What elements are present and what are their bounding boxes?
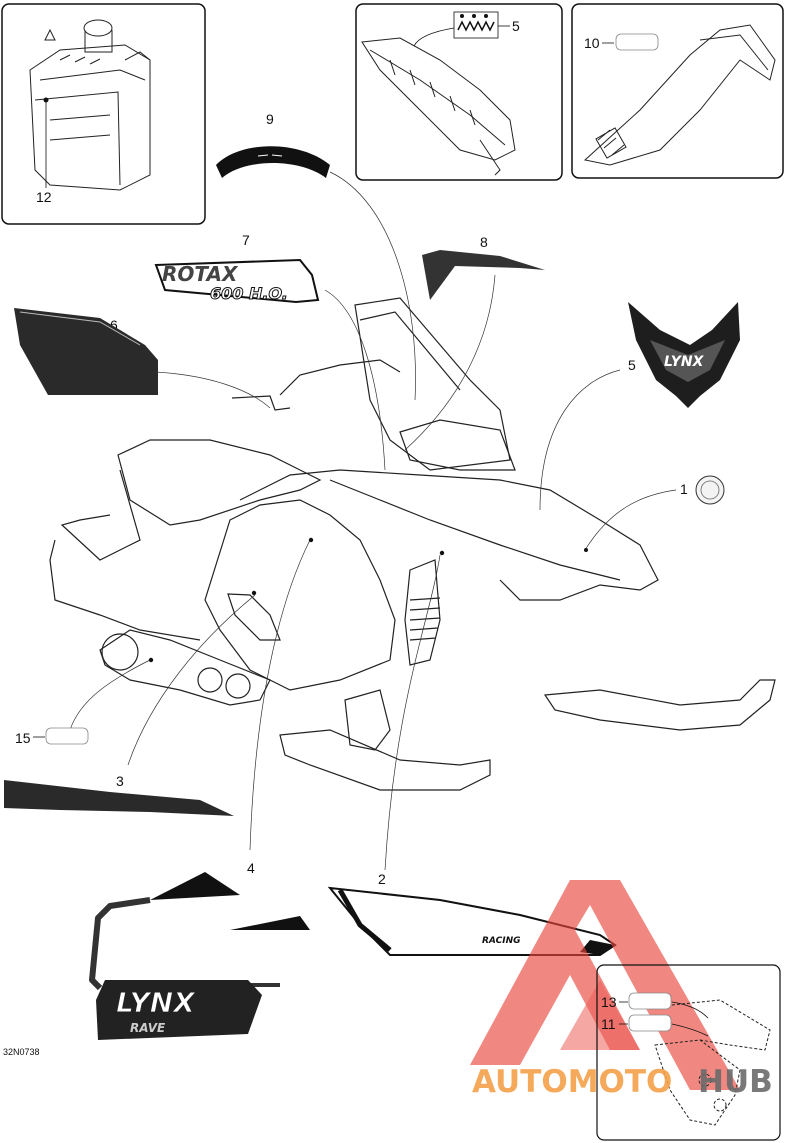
callout-2: 2 (378, 871, 386, 887)
callout-12: 12 (36, 189, 52, 205)
callout-3: 3 (116, 773, 124, 789)
decal-6: 6 (14, 308, 158, 395)
callout-6: 6 (110, 317, 118, 333)
callout-8: 8 (480, 234, 488, 250)
callout-5-badge: 5 (628, 357, 636, 373)
watermark-text-orange: AUTOMOTO (472, 1064, 672, 1100)
decal-5-lynx-badge: 5 LYNX (628, 302, 740, 408)
decal-11-label (628, 1014, 672, 1032)
bumper-drawing (654, 999, 771, 1126)
watermark-logo (470, 880, 740, 1090)
decal-15-label (45, 727, 89, 745)
snowmobile-drawing (49, 297, 776, 791)
callout-13: 13 (601, 994, 617, 1010)
lynx-badge-text: LYNX (664, 354, 705, 370)
racing-text: RACING (482, 936, 521, 946)
decal-15: 15 (15, 727, 89, 746)
watermark-text-gray: HUB (698, 1064, 773, 1100)
callout-15: 15 (15, 730, 31, 746)
lynx-main-text: LYNX (116, 986, 196, 1019)
inset-seat: 5 (355, 3, 563, 181)
oil-reservoir-drawing (29, 19, 151, 191)
callout-5-seat: 5 (512, 18, 520, 34)
inset-reservoir: 12 (1, 3, 206, 225)
decal-13-label (628, 992, 672, 1010)
inset-lower-right: 13 11 (596, 964, 781, 1141)
rotax-subtext: 600 H.O. (210, 284, 288, 303)
leader-lines (69, 171, 677, 871)
inset-rear-flap: 10 (571, 3, 784, 179)
callout-9: 9 (266, 111, 274, 127)
rear-flap-drawing (583, 24, 776, 166)
warning-label-drawing (453, 11, 499, 39)
callout-4: 4 (247, 860, 255, 876)
decal-10-label (615, 33, 659, 51)
decal-8: 8 (422, 234, 545, 300)
rotax-text: ROTAX (162, 262, 239, 286)
callout-11: 11 (601, 1016, 616, 1032)
decal-9: 9 (216, 111, 330, 178)
decal-1: 1 (680, 475, 725, 505)
callout-1: 1 (680, 481, 688, 497)
decal-7-rotax: 7 ROTAX 600 H.O. (154, 232, 320, 304)
seat-drawing (361, 37, 516, 176)
reference-code: 32N0738 (3, 1047, 40, 1057)
lynx-main-subtext: RAVE (130, 1021, 166, 1035)
decal-3: 3 (4, 773, 234, 816)
decal-4-lynx-main: 4 LYNX RAVE (89, 860, 310, 1040)
callout-10: 10 (584, 35, 600, 51)
callout-7: 7 (242, 232, 250, 248)
